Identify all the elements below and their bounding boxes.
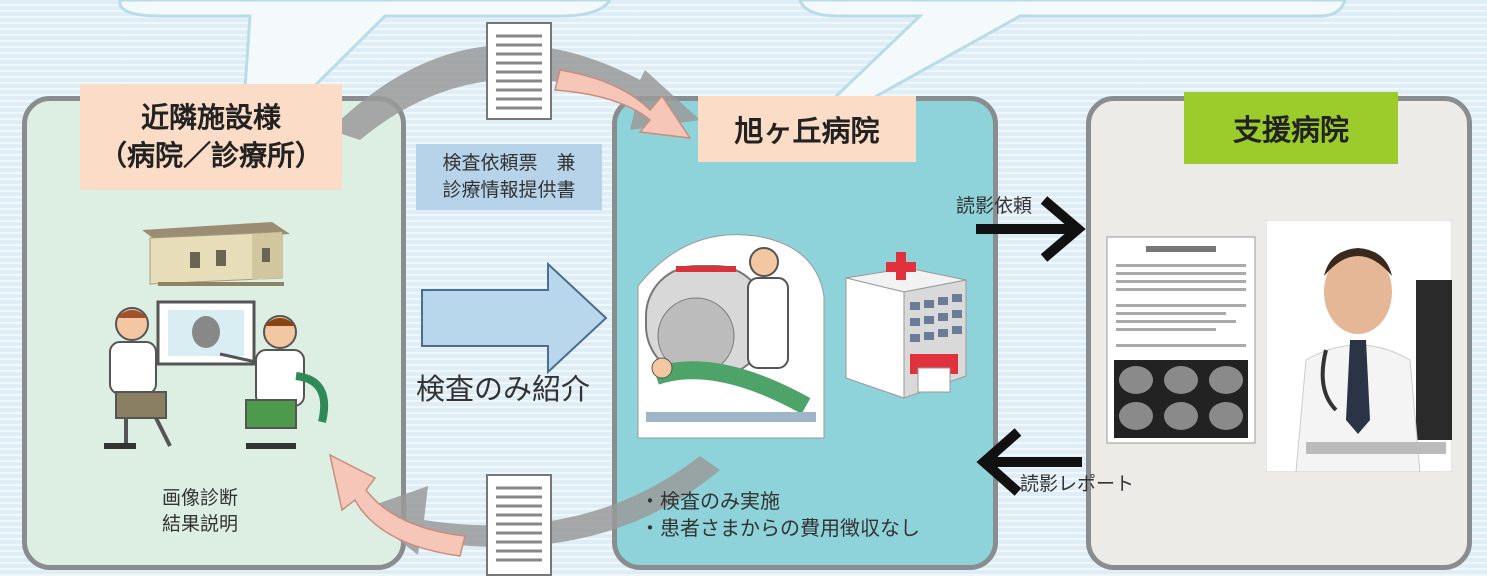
clinic-building-illustration <box>142 222 290 286</box>
center-hospital-notes: ・検査のみ実施 ・患者さまからの費用徴収なし <box>640 488 920 542</box>
doctor-consultation-illustration <box>104 300 329 449</box>
left-facility-caption: 画像診断 結果説明 <box>162 486 282 537</box>
referral-label: 検査のみ紹介 <box>416 372 591 406</box>
radiology-report-document <box>1106 236 1256 444</box>
radiologist-photo <box>1266 220 1452 472</box>
left-facility-title: 近隣施設様 （病院／診療所） <box>80 84 342 190</box>
left-facility-title-line1: 近隣施設様 <box>140 101 281 135</box>
left-facility-title-line2: （病院／診療所） <box>98 139 323 172</box>
support-hospital-title: 支援病院 <box>1184 92 1398 164</box>
center-hospital-note-line2: ・患者さまからの費用徴収なし <box>640 516 920 540</box>
reading-report-arrow <box>976 428 1082 496</box>
left-facility-caption-line1: 画像診断 <box>162 487 239 509</box>
reading-request-arrow <box>976 196 1086 262</box>
referral-arrow <box>421 262 608 374</box>
request-document-icon <box>486 22 552 120</box>
request-form-label: 検査依頼票 兼 診療情報提供書 <box>416 144 602 210</box>
ct-scan-illustration <box>637 234 825 439</box>
reading-request-label: 読影依頼 <box>956 195 1033 217</box>
result-document-icon <box>486 474 552 576</box>
reading-report-label: 読影レポート <box>1020 473 1135 495</box>
hospital-building-icon <box>845 252 967 399</box>
left-facility-caption-line2: 結果説明 <box>162 512 239 535</box>
request-form-label-line2: 診療情報提供書 <box>442 179 576 201</box>
center-hospital-note-line1: ・検査のみ実施 <box>640 489 780 513</box>
center-hospital-title: 旭ヶ丘病院 <box>698 96 916 162</box>
request-form-label-line1: 検査依頼票 兼 <box>442 152 576 175</box>
